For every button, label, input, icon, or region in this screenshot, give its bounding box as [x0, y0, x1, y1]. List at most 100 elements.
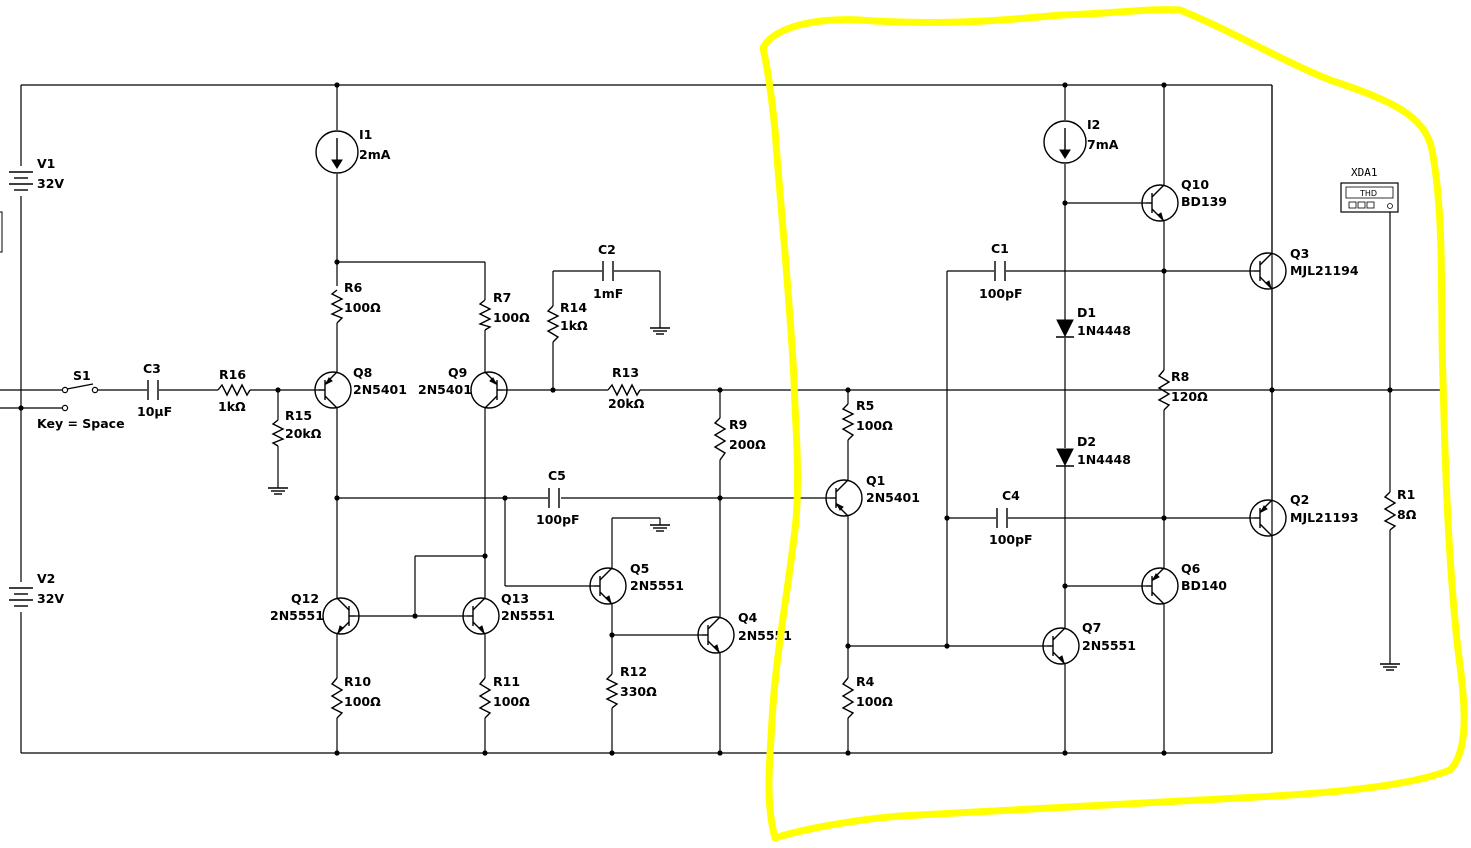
r14-value: 1kΩ — [560, 318, 588, 333]
q2-value: MJL21193 — [1290, 510, 1359, 525]
s1-ref: S1 — [73, 368, 91, 383]
resistor-r8: R8 120Ω — [1157, 369, 1208, 411]
r16-ref: R16 — [219, 367, 246, 382]
current-source-i1: I1 2mA — [315, 127, 391, 174]
q12-value: 2N5551 — [270, 608, 324, 623]
c2-value: 1mF — [593, 286, 623, 301]
distortion-analyzer-xda1[interactable]: XDA1 THD — [1340, 166, 1399, 213]
r5-ref: R5 — [856, 398, 874, 413]
transistor-q3: Q3 MJL21194 — [1249, 246, 1359, 500]
capacitor-c4: C4 100pF — [989, 488, 1033, 547]
r16-value: 1kΩ — [218, 399, 246, 414]
resistor-r16: R16 1kΩ — [217, 367, 251, 414]
transistor-q2: Q2 MJL21193 — [1249, 492, 1359, 753]
yellow-highlight-outline — [759, 6, 1468, 842]
r10-value: 100Ω — [344, 694, 381, 709]
transistor-q10: Q10 BD139 — [1141, 177, 1227, 222]
xda1-ref: XDA1 — [1351, 166, 1378, 179]
q9-ref: Q9 — [448, 365, 467, 380]
r6-value: 100Ω — [344, 300, 381, 315]
q10-ref: Q10 — [1181, 177, 1209, 192]
r4-value: 100Ω — [856, 694, 893, 709]
resistor-r14: R14 1kΩ — [546, 300, 588, 343]
q5-ref: Q5 — [630, 561, 649, 576]
d1-ref: D1 — [1077, 305, 1096, 320]
c2-ref: C2 — [598, 242, 616, 257]
transistor-q12: Q12 2N5551 — [270, 591, 360, 635]
c5-ref: C5 — [548, 468, 566, 483]
d1-value: 1N4448 — [1077, 323, 1131, 338]
q7-value: 2N5551 — [1082, 638, 1136, 653]
q8-ref: Q8 — [353, 365, 372, 380]
wires — [0, 84, 1440, 754]
v1-value: 32V — [37, 176, 64, 191]
c1-ref: C1 — [991, 241, 1009, 256]
resistor-r11: R11 100Ω — [478, 674, 530, 719]
q7-ref: Q7 — [1082, 620, 1101, 635]
q13-value: 2N5551 — [501, 608, 555, 623]
r4-ref: R4 — [856, 674, 875, 689]
d2-value: 1N4448 — [1077, 452, 1131, 467]
r11-value: 100Ω — [493, 694, 530, 709]
c4-ref: C4 — [1002, 488, 1020, 503]
r9-value: 200Ω — [729, 437, 766, 452]
d2-ref: D2 — [1077, 434, 1096, 449]
r8-ref: R8 — [1171, 369, 1189, 384]
r7-value: 100Ω — [493, 310, 530, 325]
r12-ref: R12 — [620, 664, 647, 679]
offscreen-component-edge — [0, 211, 3, 253]
capacitor-c1: C1 100pF — [979, 241, 1023, 301]
transistor-q13: Q13 2N5551 — [462, 591, 555, 635]
transistor-q8: Q8 2N5401 — [314, 365, 407, 409]
r14-ref: R14 — [560, 300, 587, 315]
r9-ref: R9 — [729, 417, 747, 432]
r13-ref: R13 — [612, 365, 639, 380]
resistor-r12: R12 330Ω — [605, 664, 657, 709]
switch-s1[interactable]: S1 Key = Space — [21, 368, 125, 431]
transistor-q9: Q9 2N5401 — [418, 365, 508, 409]
resistor-r5: R5 100Ω — [841, 398, 893, 441]
q3-value: MJL21194 — [1290, 263, 1359, 278]
diode-d2: D2 1N4448 — [1056, 434, 1131, 467]
v2-value: 32V — [37, 591, 64, 606]
q2-ref: Q2 — [1290, 492, 1309, 507]
q6-value: BD140 — [1181, 578, 1227, 593]
capacitor-c5: C5 100pF — [536, 468, 580, 527]
transistor-q6: Q6 BD140 — [1141, 561, 1227, 605]
resistor-r10: R10 100Ω — [330, 674, 381, 719]
resistor-r9: R9 200Ω — [713, 417, 766, 461]
c3-value: 10µF — [137, 404, 172, 419]
capacitor-c3: C3 10µF — [137, 361, 172, 419]
r12-value: 330Ω — [620, 684, 657, 699]
current-source-i2: I2 7mA — [1043, 117, 1119, 164]
q9-value: 2N5401 — [418, 382, 472, 397]
resistor-r13: R13 20kΩ — [607, 365, 645, 411]
resistor-r6: R6 100Ω — [330, 280, 381, 324]
resistor-r15: R15 20kΩ — [271, 408, 322, 447]
r13-value: 20kΩ — [608, 396, 645, 411]
r8-value: 120Ω — [1171, 389, 1208, 404]
c4-value: 100pF — [989, 532, 1033, 547]
v1-ref: V1 — [37, 156, 55, 171]
capacitor-c2: C2 1mF — [593, 242, 623, 301]
i2-ref: I2 — [1087, 117, 1100, 132]
q5-value: 2N5551 — [630, 578, 684, 593]
q4-ref: Q4 — [738, 610, 758, 625]
c1-value: 100pF — [979, 286, 1023, 301]
transistor-q7: Q7 2N5551 — [1042, 620, 1136, 665]
q10-value: BD139 — [1181, 194, 1227, 209]
r6-ref: R6 — [344, 280, 363, 295]
transistor-q1: Q1 2N5401 — [825, 473, 920, 517]
battery-v1: V1 32V — [8, 156, 64, 196]
i2-value: 7mA — [1087, 137, 1119, 152]
r7-ref: R7 — [493, 290, 511, 305]
transistor-q5: Q5 2N5551 — [589, 561, 684, 605]
r11-ref: R11 — [493, 674, 520, 689]
c5-value: 100pF — [536, 512, 580, 527]
xda1-display: THD — [1359, 189, 1377, 198]
r1-ref: R1 — [1397, 487, 1415, 502]
battery-v2: V2 32V — [8, 571, 64, 612]
q3-ref: Q3 — [1290, 246, 1309, 261]
r15-ref: R15 — [285, 408, 312, 423]
